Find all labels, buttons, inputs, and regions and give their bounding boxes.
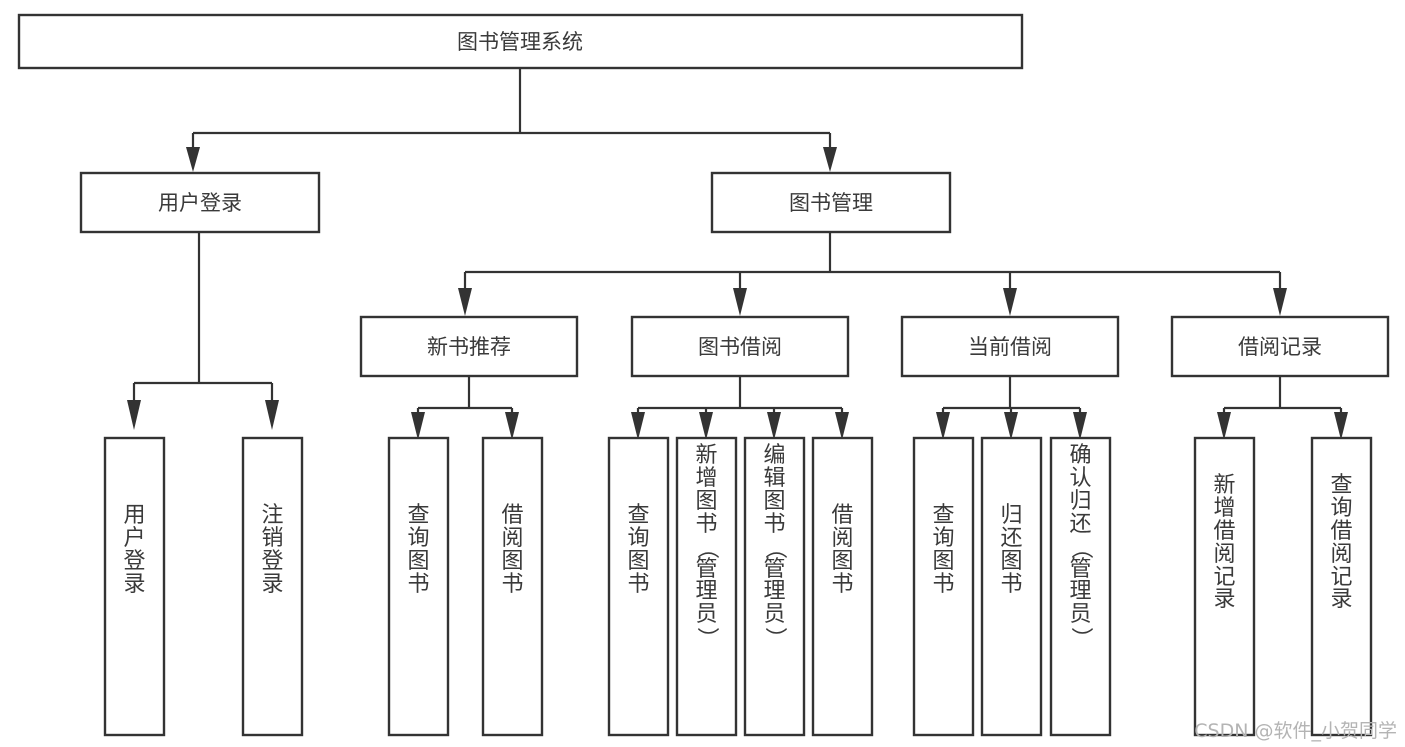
arrow-bb-leaf-2: [699, 412, 713, 440]
leaf-box-query-book-1[interactable]: [387, 436, 450, 737]
arrow-cb-leaf-2: [1004, 412, 1018, 440]
node-user-login-box[interactable]: [79, 171, 321, 234]
node-book-borrow-box[interactable]: [630, 315, 850, 378]
arrow-bb-leaf-4: [835, 412, 849, 440]
connectors-book-management: [458, 233, 1287, 316]
node-current-borrow-label: 当前借阅: [968, 335, 1052, 359]
leaf-box-return-book[interactable]: [980, 436, 1043, 737]
leaf-box-edit-book-admin[interactable]: [743, 436, 806, 737]
arrow-bm-to-book-borrow: [733, 288, 747, 316]
node-user-login[interactable]: 用户登录: [79, 171, 321, 234]
leaf-box-user-logout[interactable]: [241, 436, 304, 737]
arrow-br-leaf-2: [1334, 412, 1348, 440]
leaf-box-query-book-2[interactable]: [607, 436, 670, 737]
node-borrow-record-box[interactable]: [1170, 315, 1390, 378]
arrow-bm-to-current-borrow: [1003, 288, 1017, 316]
node-root-label: 图书管理系统: [457, 30, 583, 54]
node-book-management-box[interactable]: [710, 171, 952, 234]
leaf-box-add-borrow-record[interactable]: [1193, 436, 1256, 737]
arrow-nbr-leaf-1: [411, 412, 425, 440]
node-root[interactable]: 图书管理系统: [17, 13, 1024, 70]
leaf-boxes: [103, 436, 1373, 737]
node-book-borrow[interactable]: 图书借阅: [630, 315, 850, 378]
arrow-root-to-user-login: [186, 147, 200, 172]
leaf-box-user-login[interactable]: [103, 436, 166, 737]
arrow-bm-to-borrow-record: [1273, 288, 1287, 316]
arrow-cb-leaf-1: [936, 412, 950, 440]
leaf-box-query-book-3[interactable]: [912, 436, 975, 737]
node-new-book-recommend-label: 新书推荐: [427, 335, 511, 359]
connectors-root: [186, 69, 837, 172]
arrow-root-to-book-management: [823, 147, 837, 172]
arrow-nbr-leaf-2: [505, 412, 519, 440]
node-borrow-record[interactable]: 借阅记录: [1170, 315, 1390, 378]
arrow-user-login-leaf-2: [265, 400, 279, 430]
connectors-current-borrow: [936, 377, 1087, 440]
arrow-cb-leaf-3: [1073, 412, 1087, 440]
leaf-box-borrow-book-2[interactable]: [811, 436, 874, 737]
node-current-borrow-box[interactable]: [900, 315, 1120, 378]
connectors-user-login: [127, 233, 279, 430]
node-user-login-label: 用户登录: [158, 191, 242, 215]
arrow-user-login-leaf-1: [127, 400, 141, 430]
node-book-management-label: 图书管理: [789, 191, 873, 215]
connectors-new-book-recommend: [411, 377, 519, 440]
node-root-box[interactable]: [17, 13, 1024, 70]
node-book-management[interactable]: 图书管理: [710, 171, 952, 234]
leaf-box-add-book-admin[interactable]: [675, 436, 738, 737]
node-book-borrow-label: 图书借阅: [698, 335, 782, 359]
node-new-book-recommend[interactable]: 新书推荐: [359, 315, 579, 378]
arrow-bm-to-new-book-recommend: [458, 288, 472, 316]
arrow-bb-leaf-1: [631, 412, 645, 440]
connectors-borrow-record: [1217, 377, 1348, 440]
arrow-bb-leaf-3: [767, 412, 781, 440]
node-new-book-recommend-box[interactable]: [359, 315, 579, 378]
node-borrow-record-label: 借阅记录: [1238, 335, 1322, 359]
leaf-box-confirm-return-admin[interactable]: [1049, 436, 1112, 737]
node-current-borrow[interactable]: 当前借阅: [900, 315, 1120, 378]
leaf-box-borrow-book-1[interactable]: [481, 436, 544, 737]
arrow-br-leaf-1: [1217, 412, 1231, 440]
leaf-box-query-borrow-record[interactable]: [1310, 436, 1373, 737]
connectors-book-borrow: [631, 377, 849, 440]
